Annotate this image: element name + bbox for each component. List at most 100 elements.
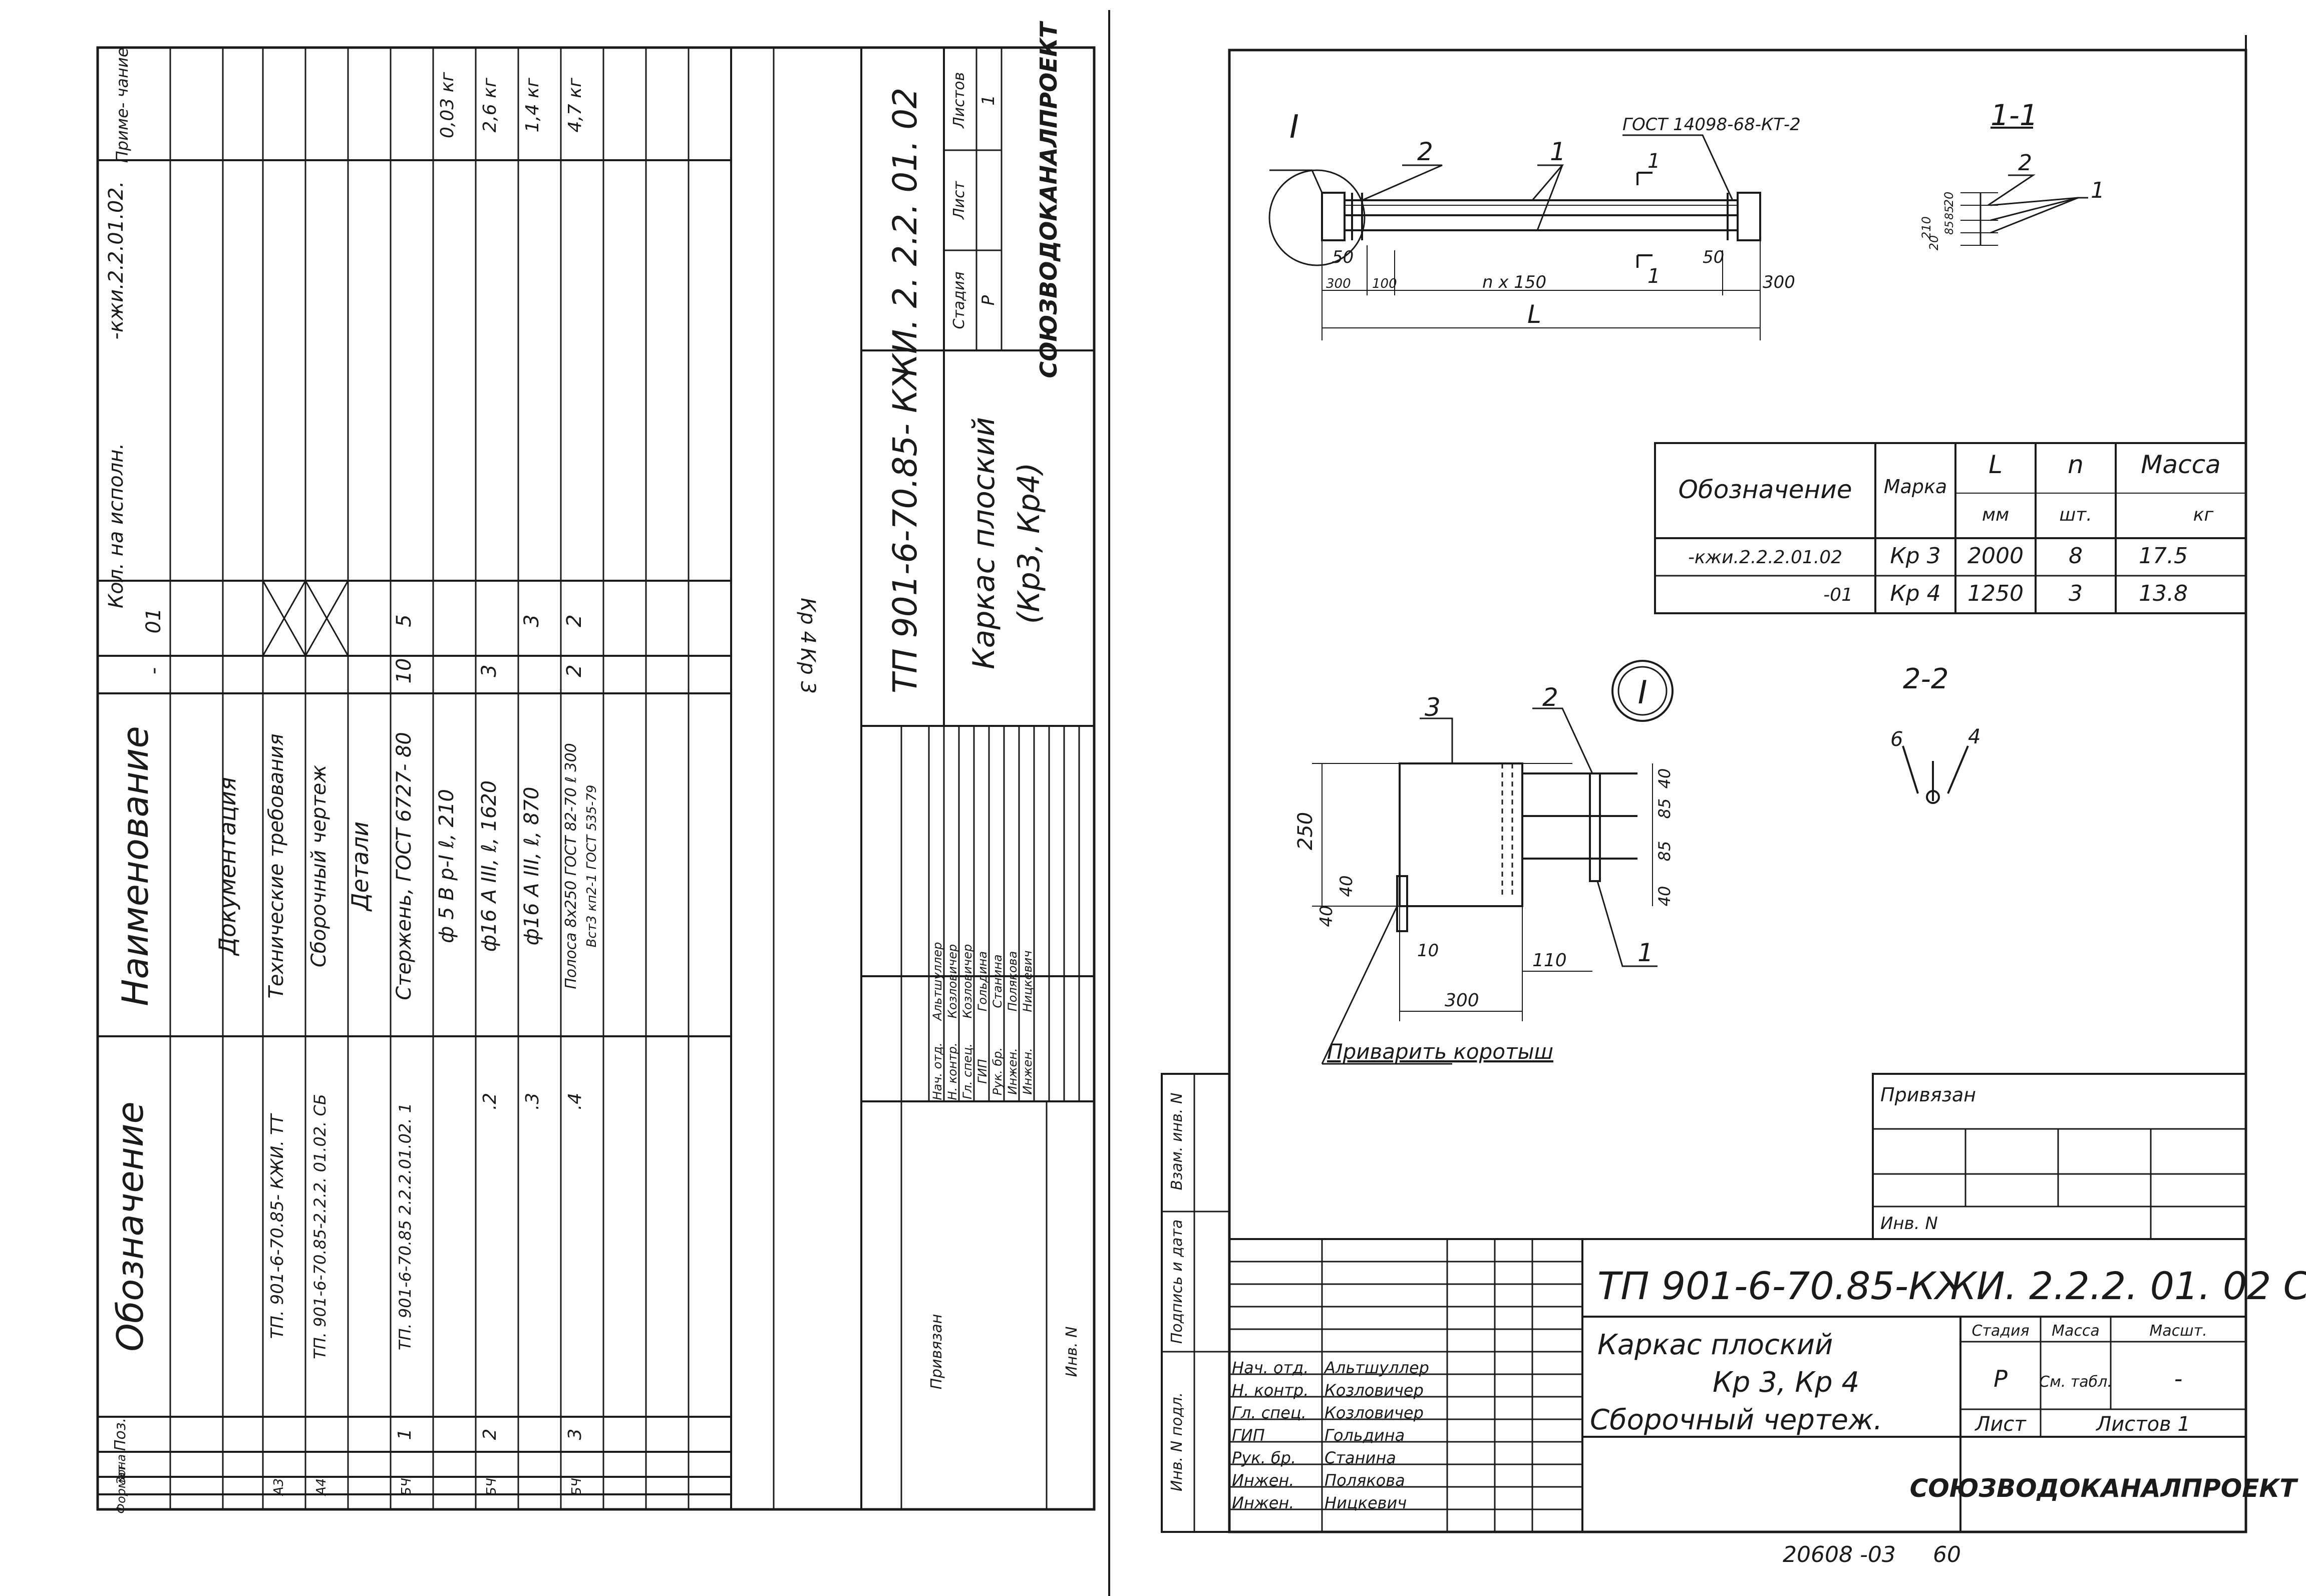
- row-name: ф16 А III, ℓ, 870: [520, 786, 543, 945]
- left-stamp-org: СОЮЗВОДОКАНАЛПРОЕКТ: [1035, 21, 1062, 378]
- dim-L: L: [1527, 300, 1541, 329]
- marks-header-designation: Обозначение: [1679, 475, 1852, 504]
- signer-name: Козловичер: [945, 944, 959, 1018]
- signer-name: Полякова: [1006, 951, 1020, 1012]
- section-dim-85-b: 85: [1943, 221, 1956, 235]
- marks-cell: -кжи.2.2.2.01.02: [1688, 547, 1842, 568]
- signer-name: Ницкевич: [1325, 1493, 1407, 1512]
- signature-grid: [1229, 1239, 1582, 1532]
- dim-50-left: 50: [1332, 247, 1354, 267]
- signer-role: Нач. отд.: [930, 1042, 944, 1100]
- signer-role: Рук. бр.: [1232, 1448, 1296, 1467]
- marks-header-n: n: [2068, 450, 2084, 479]
- header-pos: Поз.: [112, 1418, 129, 1451]
- row-format: БЧ: [399, 1478, 414, 1496]
- right-stamp-title3: Сборочный чертеж.: [1590, 1404, 1882, 1436]
- table-row: -кжи.2.2.2.01.02 Кр 3 2000 8 17.5: [1688, 543, 2188, 569]
- marks-unit-mass: кг: [2193, 505, 2214, 525]
- row-note: 4,7 кг: [565, 77, 585, 132]
- table-row: БЧ 3 .4 Полоса 8х250 ГОСТ 82-70 ℓ 300 2 …: [562, 77, 586, 1496]
- dim-n150: n х 150: [1482, 272, 1546, 292]
- pos-label-1: 1: [1550, 137, 1566, 166]
- signer-role: Инжен.: [1021, 1048, 1035, 1094]
- detail-dim-110: 110: [1532, 950, 1567, 971]
- marks-unit-L: мм: [1982, 505, 2009, 525]
- left-stamp-inv: Инв. N: [1063, 1326, 1081, 1377]
- marks-cell: Кр 4: [1890, 581, 1940, 606]
- side-strip: [1161, 1073, 1230, 1533]
- detail-callout: I: [1638, 674, 1648, 711]
- detail-pos-2: 2: [1542, 683, 1558, 712]
- header-exec-01: 01: [142, 608, 165, 634]
- left-stamp-sheet-label: Лист: [950, 180, 968, 220]
- side-label-inv-orig: Инв. N подл.: [1168, 1392, 1186, 1491]
- right-stamp-scale: -: [2174, 1365, 2183, 1392]
- marks-table-text: Обозначение Марка L n Масса мм шт. кг -к…: [1679, 450, 2221, 606]
- header-exec-dash: -: [142, 667, 165, 674]
- gost-weld-note: ГОСТ 14098-68-КТ-2: [1622, 115, 1801, 135]
- right-sheet: I 2 1 1 1 ГОСТ 14098-68-КТ-2 50 300 100 …: [1161, 35, 2306, 1567]
- marks-header-mark: Марка: [1884, 476, 1947, 498]
- table-row: Документация: [214, 777, 241, 956]
- row-note: 2,6 кг: [480, 77, 500, 132]
- marks-cell: 1250: [1967, 581, 2024, 606]
- marks-unit-n: шт.: [2059, 505, 2092, 525]
- left-stamp-sheets: 1: [978, 95, 999, 106]
- row-format: А4: [314, 1478, 329, 1496]
- detail-dim-85-a: 85: [1655, 799, 1674, 819]
- section-dim-85-a: 85: [1943, 206, 1956, 220]
- signer-name: Козловичер: [1325, 1381, 1424, 1400]
- side-label-sign-date: Подпись и дата: [1168, 1220, 1186, 1344]
- signer-name: Альтшуллер: [930, 942, 944, 1022]
- dim-50-right: 50: [1703, 247, 1724, 267]
- marks-cell: Кр 3: [1890, 543, 1940, 569]
- bound-label: Привязан: [1880, 1084, 1976, 1106]
- row-pos: 2: [480, 1429, 500, 1440]
- right-stamp-title1: Каркас плоский: [1597, 1329, 1833, 1361]
- right-stamp-mass: См. табл.: [2039, 1373, 2112, 1391]
- table-row: .3 ф16 А III, ℓ, 870 3 1,4 кг: [520, 77, 543, 1110]
- signer-role: Гл. спец.: [960, 1043, 974, 1099]
- row-name: ф16 А III, ℓ, 1620: [478, 780, 501, 952]
- detail-dim-250: 250: [1294, 812, 1317, 850]
- signer-name: Станина: [1325, 1448, 1396, 1467]
- section-2-2-pos6: 6: [1890, 728, 1903, 751]
- row-name: Вст3 кп2-1 ГОСТ 535-79: [584, 785, 599, 948]
- row-format: А3: [271, 1478, 286, 1496]
- row-qty-1: 2: [563, 664, 586, 677]
- exec-label-kr4: Кр 4: [796, 598, 819, 644]
- weld-note: Приварить коротыш: [1327, 1039, 1553, 1064]
- table-row: А4 ТП. 901-6-70.85-2.2.2. 01.02. СБ Сбор…: [307, 765, 331, 1496]
- marks-cell: 17.5: [2139, 543, 2188, 569]
- detail-dim-10: 10: [1417, 941, 1439, 961]
- callout-I: I: [1289, 109, 1299, 146]
- section-dim-20-top: 20: [1942, 192, 1956, 207]
- row-name: Сборочный чертеж: [307, 765, 331, 968]
- section-dim-210: 210: [1919, 216, 1933, 239]
- signer-role: Инжен.: [1232, 1493, 1294, 1512]
- right-stamp-sheets-label: Листов 1: [2095, 1413, 2190, 1436]
- main-view: [1268, 134, 1761, 340]
- signer-name: Альтшуллер: [1324, 1358, 1429, 1377]
- table-row: ф 5 В р-I ℓ, 210: [435, 789, 458, 943]
- spec-rows: Документация А3 ТП. 901-6-70.85- КЖИ. ТТ…: [214, 72, 599, 1496]
- right-stamp-title2: Кр 3, Кр 4: [1713, 1366, 1859, 1399]
- detail-dim-40-d: 40: [1655, 886, 1674, 907]
- right-stamp-code: ТП 901-6-70.85-КЖИ. 2.2.2. 01. 02 СБ: [1597, 1264, 2306, 1308]
- left-stamp-title2: (Кр3, Кр4): [1012, 463, 1047, 624]
- detail-I: [1312, 660, 1674, 1065]
- cut-mark-bottom: 1: [1648, 265, 1660, 288]
- main-view-labels: I 2 1 1 1 ГОСТ 14098-68-КТ-2 50 300 100 …: [1289, 109, 1801, 329]
- header-qty: Кол. на исполн.: [105, 443, 128, 608]
- marks-cell: 13.8: [2139, 581, 2188, 606]
- left-signers: Нач. отд. Альтшуллер Н. контр. Козловиче…: [930, 942, 1035, 1100]
- signer-role: Инжен.: [1006, 1048, 1020, 1094]
- row-name: Детали: [347, 822, 374, 912]
- table-row: -01 Кр 4 1250 3 13.8: [1823, 581, 2188, 606]
- row-qty-2: 3: [520, 614, 543, 627]
- marks-cell: -01: [1823, 585, 1853, 605]
- left-stamp-bound: Привязан: [928, 1314, 945, 1390]
- header-zone: Зона: [114, 1454, 128, 1484]
- header-format: Формат: [114, 1464, 128, 1513]
